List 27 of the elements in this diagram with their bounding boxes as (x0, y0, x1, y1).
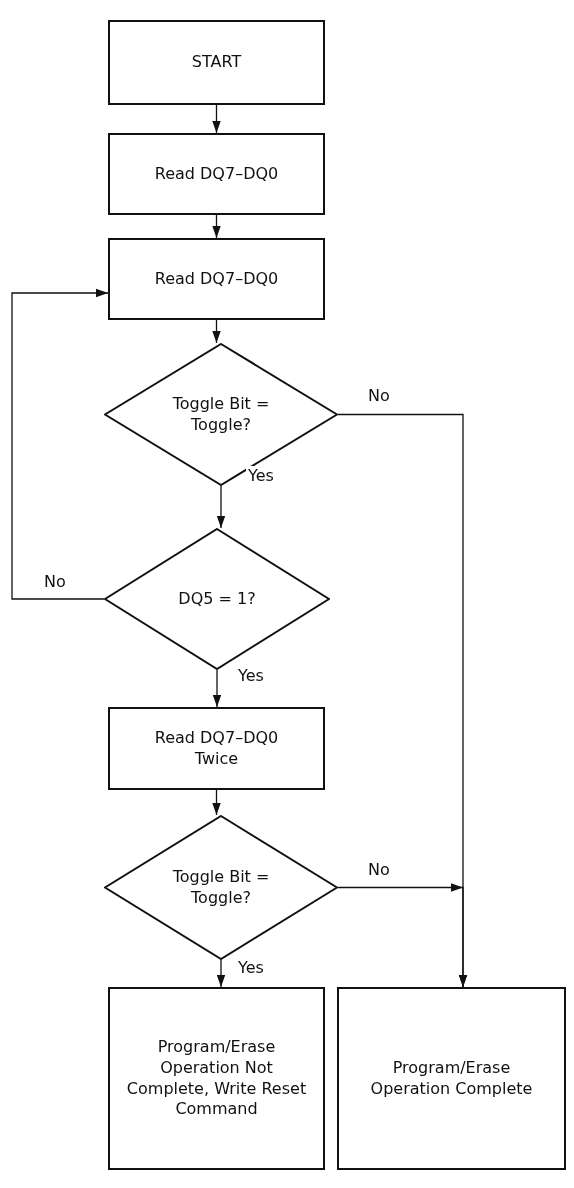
arrow (212, 789, 221, 816)
decision-diamond (104, 528, 330, 670)
process-box (108, 987, 325, 1170)
node-text: Read DQ7–DQ0 (153, 268, 280, 290)
node-text: Program/Erase Operation Not Complete, Write Reset Command (125, 1036, 308, 1121)
process-box (108, 707, 325, 790)
process-box (337, 987, 566, 1170)
node-text: Program/Erase Operation Complete (369, 1057, 534, 1100)
process-box (108, 133, 325, 215)
arrow (216, 485, 226, 529)
node-text: Read DQ7–DQ0 (153, 163, 280, 185)
arrow (212, 214, 221, 239)
arrow (212, 104, 221, 134)
arrow (212, 669, 222, 708)
node-text: DQ5 = 1? (177, 588, 257, 610)
arrow (337, 883, 468, 988)
arrow (212, 319, 221, 344)
node-text: Toggle Bit = Toggle? (171, 393, 271, 436)
decision-diamond (104, 815, 338, 960)
process-box (108, 20, 325, 105)
arrow (11, 288, 109, 600)
node-text: START (190, 52, 243, 73)
arrow (216, 959, 226, 988)
decision-diamond (104, 343, 338, 486)
node-text: Toggle Bit = Toggle? (171, 866, 271, 909)
node-text: Read DQ7–DQ0 Twice (153, 727, 280, 770)
process-box (108, 238, 325, 320)
